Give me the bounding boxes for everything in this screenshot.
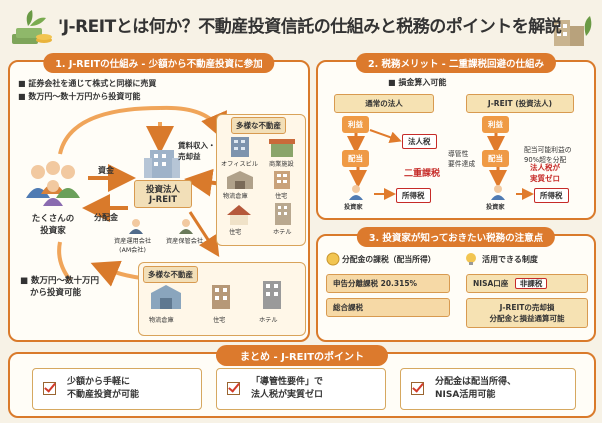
section-mechanism-heading: 1. J-REITの仕組み - 少額から不動産投資に参加 bbox=[43, 53, 275, 73]
office-building-icon bbox=[231, 137, 249, 157]
usable-systems-title: 活用できる制度 bbox=[482, 255, 538, 264]
summary-item-1: 少額から手軽に不動産投資が可能 bbox=[32, 368, 202, 410]
section-tax-notes-heading: 3. 投資家が知っておきたい税務の注意点 bbox=[356, 227, 556, 247]
custodian-icon bbox=[179, 219, 193, 234]
summary-item-2: 「導管性要件」で法人税が実質ゼロ bbox=[216, 368, 386, 410]
funds-label: 資金 bbox=[98, 166, 114, 175]
commercial-facility-icon bbox=[269, 139, 295, 157]
bullet-brokerage: ■ 証券会社を通じて株式と同様に売買 bbox=[18, 79, 157, 88]
check-icon bbox=[227, 382, 240, 395]
distribution-label: 分配金 bbox=[94, 213, 118, 222]
property-residential-label: 住宅 bbox=[275, 193, 288, 200]
property-office-label: オフィスビル bbox=[221, 161, 259, 168]
dividend-tax-title: 分配金の課税（配当所得） bbox=[342, 255, 436, 264]
page-title: 'J-REITとは何か？不動産投資信託の仕組みと税務のポイントを解説 bbox=[58, 17, 562, 37]
summary-item-3: 分配金は配当所得、NISA活用可能 bbox=[400, 368, 576, 410]
property-commercial-label: 商業施設 bbox=[269, 161, 294, 168]
normal-investor-label: 投資家 bbox=[344, 204, 363, 211]
coin-icon bbox=[326, 252, 340, 266]
bottom-note: ■ 数万円～数十万円 から投資可能 bbox=[20, 276, 100, 298]
hotel-icon-2 bbox=[263, 281, 281, 309]
section-tax-merit-heading: 2. 税務メリット - 二重課税回避の仕組み bbox=[355, 53, 557, 73]
summary-heading: まとめ - J-REITのポイント bbox=[215, 345, 389, 366]
property-house-label: 住宅 bbox=[229, 229, 242, 236]
withholding-rate: 申告分離課税 20.315% bbox=[326, 274, 450, 293]
investors-icon bbox=[26, 161, 80, 206]
reit-income-tax: 所得税 bbox=[534, 188, 569, 203]
lightbulb-icon bbox=[466, 253, 476, 265]
section-mechanism-panel: 1. J-REITの仕組み - 少額から不動産投資に参加 ■ 証券会社を通じて株… bbox=[8, 53, 310, 342]
investors-label: たくさんの投資家 bbox=[31, 214, 75, 236]
check-icon bbox=[43, 382, 56, 395]
properties-bottom-box: 多様な不動産 物流倉庫 住宅 ホテル bbox=[138, 262, 306, 336]
residential-icon bbox=[274, 171, 290, 189]
property-warehouse-label-2: 物流倉庫 bbox=[149, 317, 174, 324]
nisa-row: NISA口座 非課税 bbox=[466, 274, 588, 293]
double-tax-label: 二重課税 bbox=[404, 169, 441, 179]
properties-top-title: 多様な不動産 bbox=[231, 117, 286, 134]
normal-corp-title: 通常の法人 bbox=[334, 94, 434, 113]
custodian-label: 資産保管会社 bbox=[166, 238, 204, 245]
normal-income-tax: 所得税 bbox=[396, 188, 431, 203]
money-plant-icon bbox=[12, 10, 52, 44]
normal-distribution: 配当 bbox=[342, 150, 369, 167]
summary-panel: まとめ - J-REITのポイント 少額から手軽に不動産投資が可能 「導管性要件… bbox=[8, 345, 596, 418]
section-tax-merit-panel: 2. 税務メリット - 二重課税回避の仕組み ■ 損金算入可能 通常の法人 利益… bbox=[316, 53, 596, 220]
bullet-small-amount: ■ 数万円～数十万円から投資可能 bbox=[18, 92, 141, 101]
reit-title: J-REIT (投資法人) bbox=[466, 94, 574, 113]
asset-manager-icon bbox=[129, 219, 143, 234]
building-plant-icon bbox=[554, 16, 592, 46]
property-residential-label-2: 住宅 bbox=[213, 317, 226, 324]
investor-icon-reit bbox=[491, 185, 505, 200]
property-hotel-label-2: ホテル bbox=[259, 317, 278, 324]
comprehensive-tax: 総合課税 bbox=[326, 298, 450, 317]
loss-offset-box: J-REITの売却損分配金と損益通算可能 bbox=[466, 298, 588, 328]
warehouse-icon bbox=[227, 171, 253, 189]
residential-icon-2 bbox=[212, 285, 230, 309]
warehouse-icon-2 bbox=[151, 285, 181, 309]
house-icon bbox=[227, 205, 251, 225]
conduit-label: 導管性要件達成 bbox=[448, 150, 476, 168]
asset-manager-label: 資産運用会社(AM会社) bbox=[114, 238, 152, 254]
nisa-tax-free: 非課税 bbox=[514, 278, 548, 289]
check-icon bbox=[411, 382, 424, 395]
reit-building-icon bbox=[144, 150, 180, 178]
corp-tax-zero: 法人税が実質ゼロ bbox=[530, 163, 560, 183]
deductible-note: ■ 損金算入可能 bbox=[388, 78, 447, 87]
reit-profit: 利益 bbox=[482, 116, 509, 133]
property-warehouse-label: 物流倉庫 bbox=[223, 193, 248, 200]
income-label: 賃料収入・売却益 bbox=[178, 141, 216, 161]
normal-corp-tax: 法人税 bbox=[402, 134, 437, 149]
investor-icon-normal bbox=[349, 185, 363, 200]
properties-top-box: 多様な不動産 オフィスビル 商業施設 物流倉庫 住宅 住宅 ホテル bbox=[216, 114, 306, 246]
properties-bottom-title: 多様な不動産 bbox=[143, 266, 198, 283]
reit-investor-label: 投資家 bbox=[486, 204, 505, 211]
normal-profit: 利益 bbox=[342, 116, 369, 133]
hotel-icon bbox=[275, 203, 291, 225]
tax-flow-arrows bbox=[347, 129, 534, 200]
reit-distribution: 配当 bbox=[482, 150, 509, 167]
property-hotel-label: ホテル bbox=[273, 229, 292, 236]
section-tax-notes-panel: 3. 投資家が知っておきたい税務の注意点 分配金の課税（配当所得） 申告分離課税… bbox=[316, 227, 596, 342]
